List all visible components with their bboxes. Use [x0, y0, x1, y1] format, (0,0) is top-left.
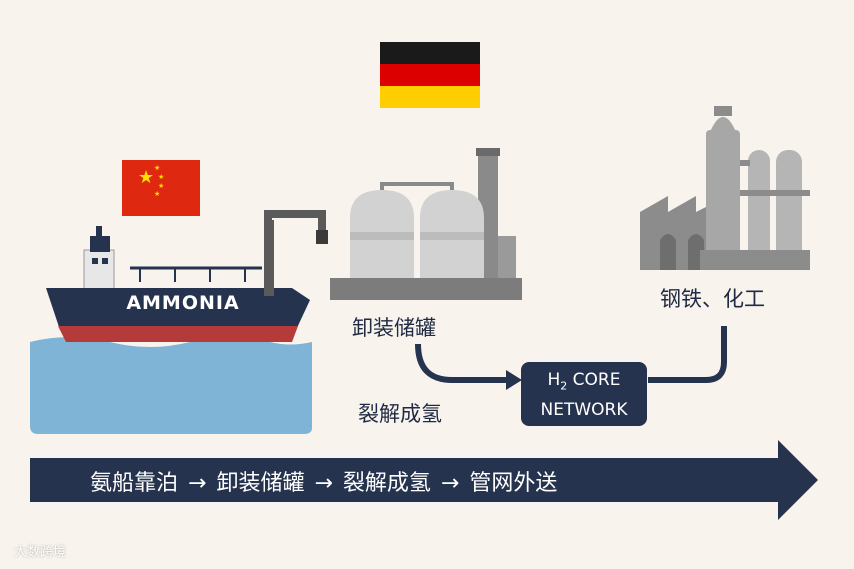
step-berthing: 氨船靠泊	[90, 471, 179, 496]
network-line2: NETWORK	[540, 400, 628, 421]
h2-subscript: 2	[560, 379, 568, 393]
h-symbol: H	[547, 370, 561, 390]
svg-text:★: ★	[138, 167, 154, 188]
flow-line-to-industry	[648, 326, 727, 383]
step-pipeline: 管网外送	[469, 471, 558, 496]
unloading-storage-label: 卸装储罐	[352, 316, 436, 340]
step-arrow: →	[188, 471, 207, 496]
step-unloading: 卸装储罐	[216, 471, 305, 496]
svg-text:★: ★	[158, 182, 164, 190]
svg-text:★: ★	[158, 173, 164, 181]
cracking-label: 裂解成氢	[358, 402, 442, 426]
loading-arm	[264, 210, 328, 296]
network-line1: H2 CORE	[521, 368, 647, 398]
flow-arrowhead	[506, 370, 522, 390]
svg-text:★: ★	[154, 164, 160, 172]
watermark-text: 大数跨境	[14, 545, 67, 560]
germany-flag	[380, 42, 480, 108]
ship-cargo-label: AMMONIA	[126, 292, 240, 314]
step-arrow: →	[440, 471, 460, 496]
core-text: CORE	[567, 370, 621, 390]
steel-chemical-label: 钢铁、化工	[660, 287, 765, 311]
china-flag: ★ ★ ★ ★ ★	[122, 160, 200, 216]
flow-arrow-to-network	[415, 343, 508, 383]
industrial-plant	[640, 106, 810, 270]
ammonia-ship	[46, 226, 310, 342]
process-banner	[30, 440, 818, 520]
h2-core-network-box: H2 CORE NETWORK	[521, 362, 647, 426]
svg-text:★: ★	[154, 190, 160, 198]
step-arrow: →	[314, 471, 333, 496]
process-steps: 氨船靠泊 → 卸装储罐 → 裂解成氢 → 管网外送	[90, 465, 557, 497]
storage-terminal	[330, 148, 522, 300]
step-cracking: 裂解成氢	[342, 471, 431, 496]
sea-water	[30, 337, 312, 434]
